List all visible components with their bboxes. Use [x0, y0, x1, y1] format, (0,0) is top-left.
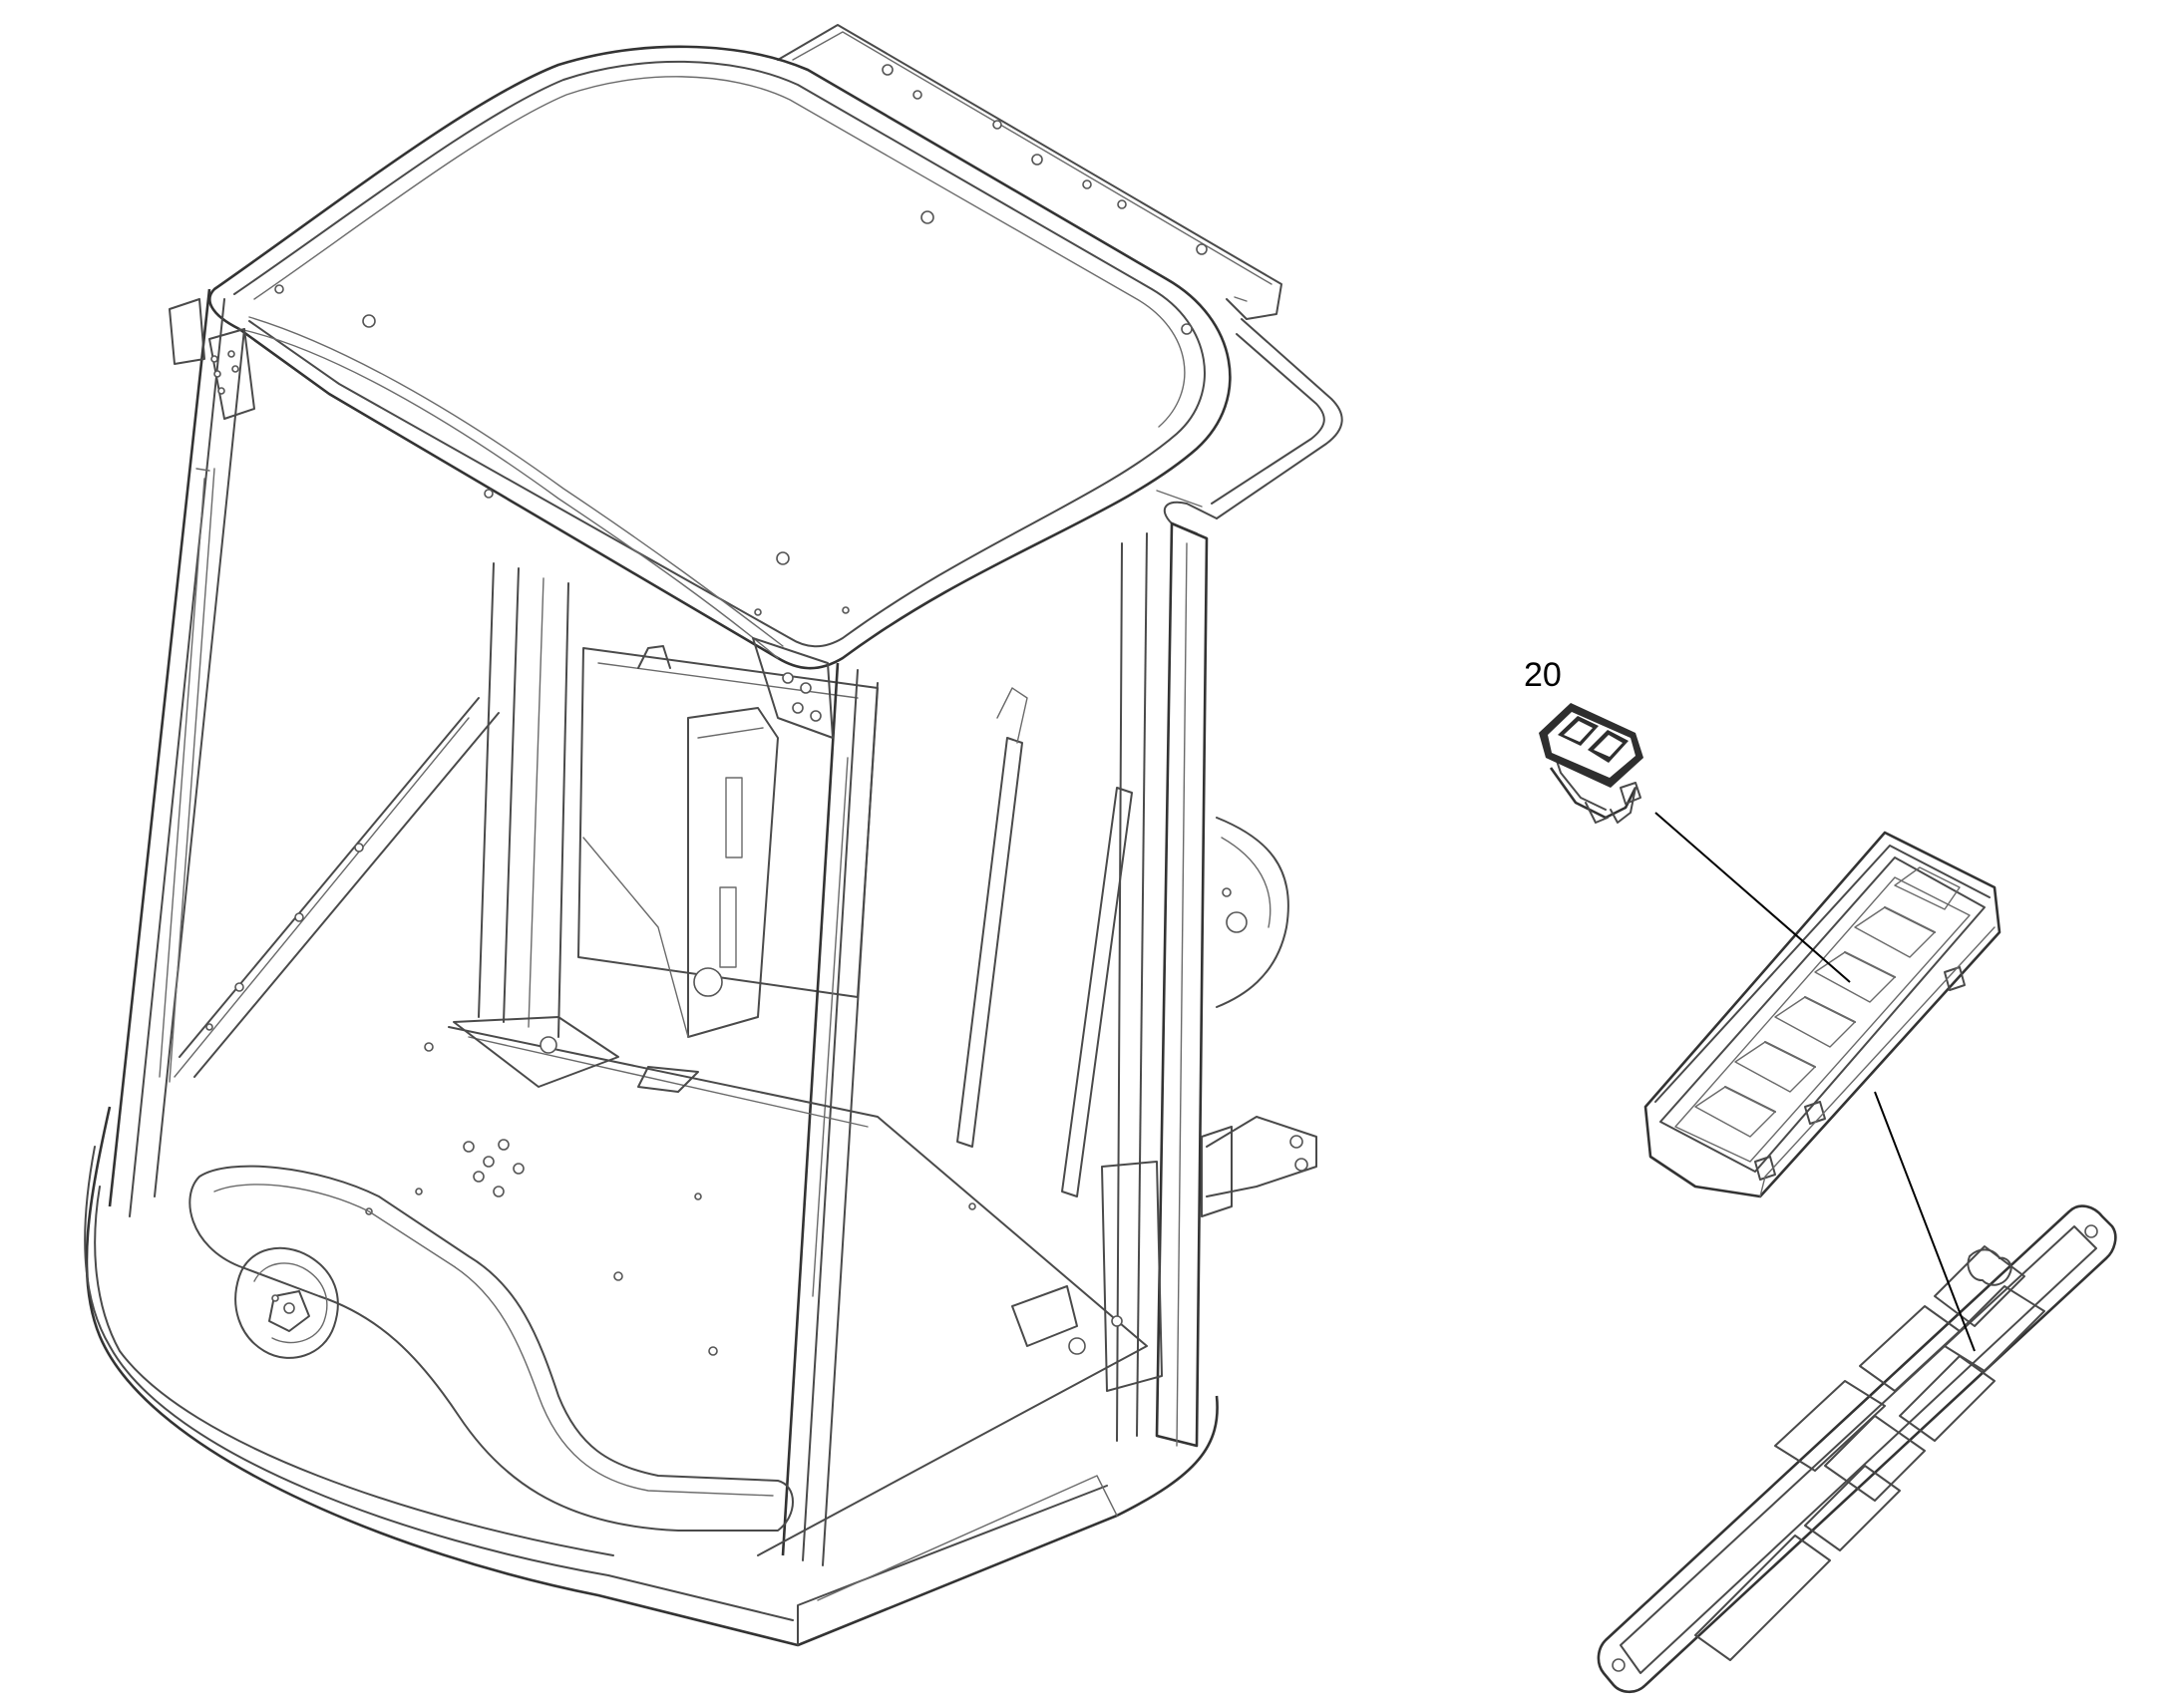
- callout-label-20: 20: [1524, 656, 1562, 694]
- rear-wall: [478, 562, 879, 1038]
- leader-lines: [1654, 812, 1976, 1352]
- leader-holder-to-gasket: [1874, 1091, 1976, 1352]
- switch-panel-holder: [1643, 831, 2001, 1198]
- rocker-switch-part: [1539, 703, 1643, 824]
- front-left-post: [108, 288, 255, 1217]
- gasket-plate: [1597, 1204, 2117, 1694]
- right-door-frame: [956, 521, 1317, 1448]
- right-side-fender: [1216, 817, 1289, 1008]
- leader-switch-to-holder: [1654, 812, 1851, 983]
- cab-handrail: [1156, 318, 1343, 534]
- cab-front-body: [84, 1106, 1219, 1647]
- operator-cab: [84, 24, 1343, 1647]
- cab-floor: [365, 1016, 1163, 1556]
- front-right-post: [752, 637, 879, 1566]
- cab-roof: [208, 45, 1232, 670]
- left-side-frame: [174, 697, 500, 1078]
- roof-rear-bracket: [777, 24, 1282, 320]
